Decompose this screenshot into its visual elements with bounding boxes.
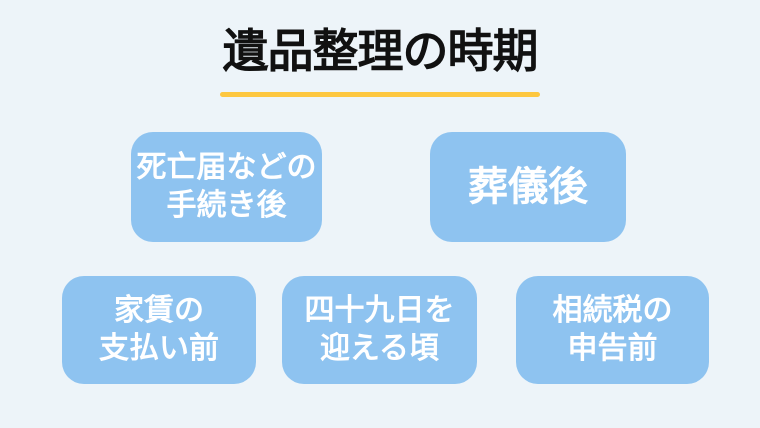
box-text-line: 申告前 — [567, 331, 658, 366]
box-text-line: 四十九日を — [304, 293, 455, 329]
timing-box-after-death-procedures: 死亡届などの 手続き後 — [131, 132, 322, 242]
box-text-line: 迎える頃 — [319, 331, 440, 366]
title-underline — [220, 92, 540, 97]
box-text-line: 葬儀後 — [468, 163, 588, 210]
timing-box-before-rent-payment: 家賃の 支払い前 — [62, 276, 256, 384]
box-text-line: 家賃の — [114, 293, 204, 329]
box-text-line: 死亡届などの — [136, 150, 317, 186]
page-title: 遺品整理の時期 — [222, 24, 539, 78]
box-text-line: 手続き後 — [166, 188, 287, 223]
box-text-line: 相続税の — [552, 293, 673, 329]
timing-box-after-funeral: 葬儀後 — [430, 132, 626, 242]
timing-box-before-inheritance-tax-filing: 相続税の 申告前 — [516, 276, 709, 384]
box-text-line: 支払い前 — [99, 331, 219, 366]
timing-box-around-49th-day: 四十九日を 迎える頃 — [282, 276, 477, 384]
